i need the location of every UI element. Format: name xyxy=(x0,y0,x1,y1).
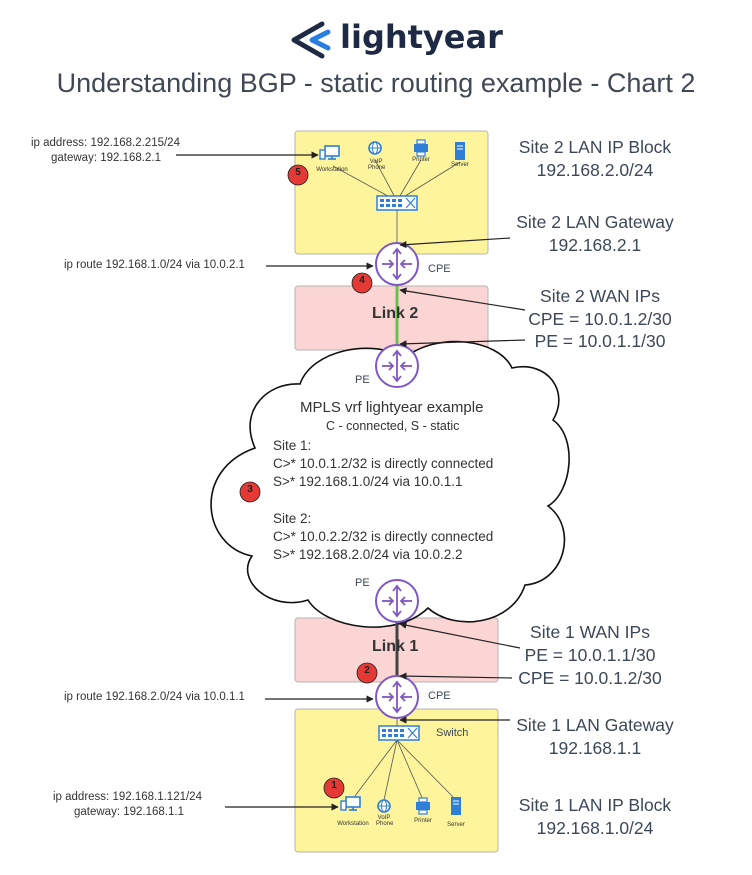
site2-device-server: Server xyxy=(451,162,469,168)
mpls-cloud xyxy=(210,340,570,628)
cloud-site2-connected: C>* 10.0.2.2/32 is directly connected xyxy=(273,529,494,544)
cloud-title: MPLS vrf lightyear example xyxy=(300,399,484,416)
annotation-arrows xyxy=(176,151,526,811)
site2-gateway-value: 192.168.2.1 xyxy=(548,235,642,255)
step-3-badge: 3 xyxy=(247,484,253,495)
cloud-site1-title: Site 1: xyxy=(273,438,312,453)
logo-text: lightyear xyxy=(340,18,503,56)
step-4-badge: 4 xyxy=(359,275,365,286)
site2-wan-title: Site 2 WAN IPs xyxy=(540,286,660,306)
site2-wan-pe: PE = 10.0.1.1/30 xyxy=(534,331,666,351)
cloud-site1-connected: C>* 10.0.1.2/32 is directly connected xyxy=(273,456,494,471)
site1-gateway-value: 192.168.1.1 xyxy=(548,738,642,758)
site1-device-workstation: Workstation xyxy=(337,821,369,827)
site1-device-server: Server xyxy=(447,822,465,828)
site1-block-title: Site 1 LAN IP Block xyxy=(518,795,672,815)
step-1-badge: 1 xyxy=(331,780,337,791)
step-badges xyxy=(239,164,378,799)
brand-logo: lightyear xyxy=(288,18,508,64)
cloud-site1-static: S>* 192.168.1.0/24 via 10.0.1.1 xyxy=(273,474,463,489)
site1-host-gateway: gateway: 192.168.1.1 xyxy=(74,806,184,818)
site1-switch-label: Switch xyxy=(436,727,469,739)
site2-pe-label: PE xyxy=(355,374,370,386)
site1-wan-cpe: CPE = 10.0.1.2/30 xyxy=(518,668,662,688)
site1-wan-title: Site 1 WAN IPs xyxy=(530,622,650,642)
site2-host-ip: ip address: 192.168.2.215/24 xyxy=(31,137,180,149)
cloud-site2-title: Site 2: xyxy=(273,511,312,526)
page-title: Understanding BGP - static routing examp… xyxy=(56,68,696,98)
step-2-badge: 2 xyxy=(364,665,370,676)
site2-static-route: ip route 192.168.1.0/24 via 10.0.2.1 xyxy=(64,259,245,271)
site2-block-value: 192.168.2.0/24 xyxy=(536,160,654,180)
site2-host-gateway: gateway: 192.168.2.1 xyxy=(51,152,161,164)
cloud-subtitle: C - connected, S - static xyxy=(326,419,460,433)
site1-cpe-label: CPE xyxy=(428,690,451,702)
site1-static-route: ip route 192.168.2.0/24 via 10.0.1.1 xyxy=(64,691,245,703)
site1-block-value: 192.168.1.0/24 xyxy=(536,818,654,838)
site1-host-ip: ip address: 192.168.1.121/24 xyxy=(53,791,202,803)
site2-device-workstation: Workstation xyxy=(316,167,348,173)
site1-lan-lines xyxy=(351,718,457,801)
site2-device-voip: VoIP Phone xyxy=(368,159,386,171)
site2-wan-cpe: CPE = 10.0.1.2/30 xyxy=(528,309,672,329)
site2-device-printer: Printer xyxy=(412,157,430,163)
site1-gateway-title: Site 1 LAN Gateway xyxy=(516,715,674,735)
site1-pe-label: PE xyxy=(355,577,370,589)
site1-device-printer: Printer xyxy=(414,818,432,824)
site2-cpe-label: CPE xyxy=(428,263,451,275)
link1-label: Link 1 xyxy=(372,638,419,655)
link2-label: Link 2 xyxy=(372,305,419,322)
cloud-site2-static: S>* 192.168.2.0/24 via 10.0.2.2 xyxy=(273,547,463,562)
step-5-badge: 5 xyxy=(295,167,301,178)
lightyear-arrow-icon xyxy=(291,21,331,59)
site1-wan-pe: PE = 10.0.1.1/30 xyxy=(524,645,656,665)
site2-block-title: Site 2 LAN IP Block xyxy=(518,137,672,157)
site2-gateway-title: Site 2 LAN Gateway xyxy=(516,212,674,232)
site1-device-voip: VoIP Phone xyxy=(376,815,394,827)
site2-lan-lines xyxy=(332,159,461,244)
